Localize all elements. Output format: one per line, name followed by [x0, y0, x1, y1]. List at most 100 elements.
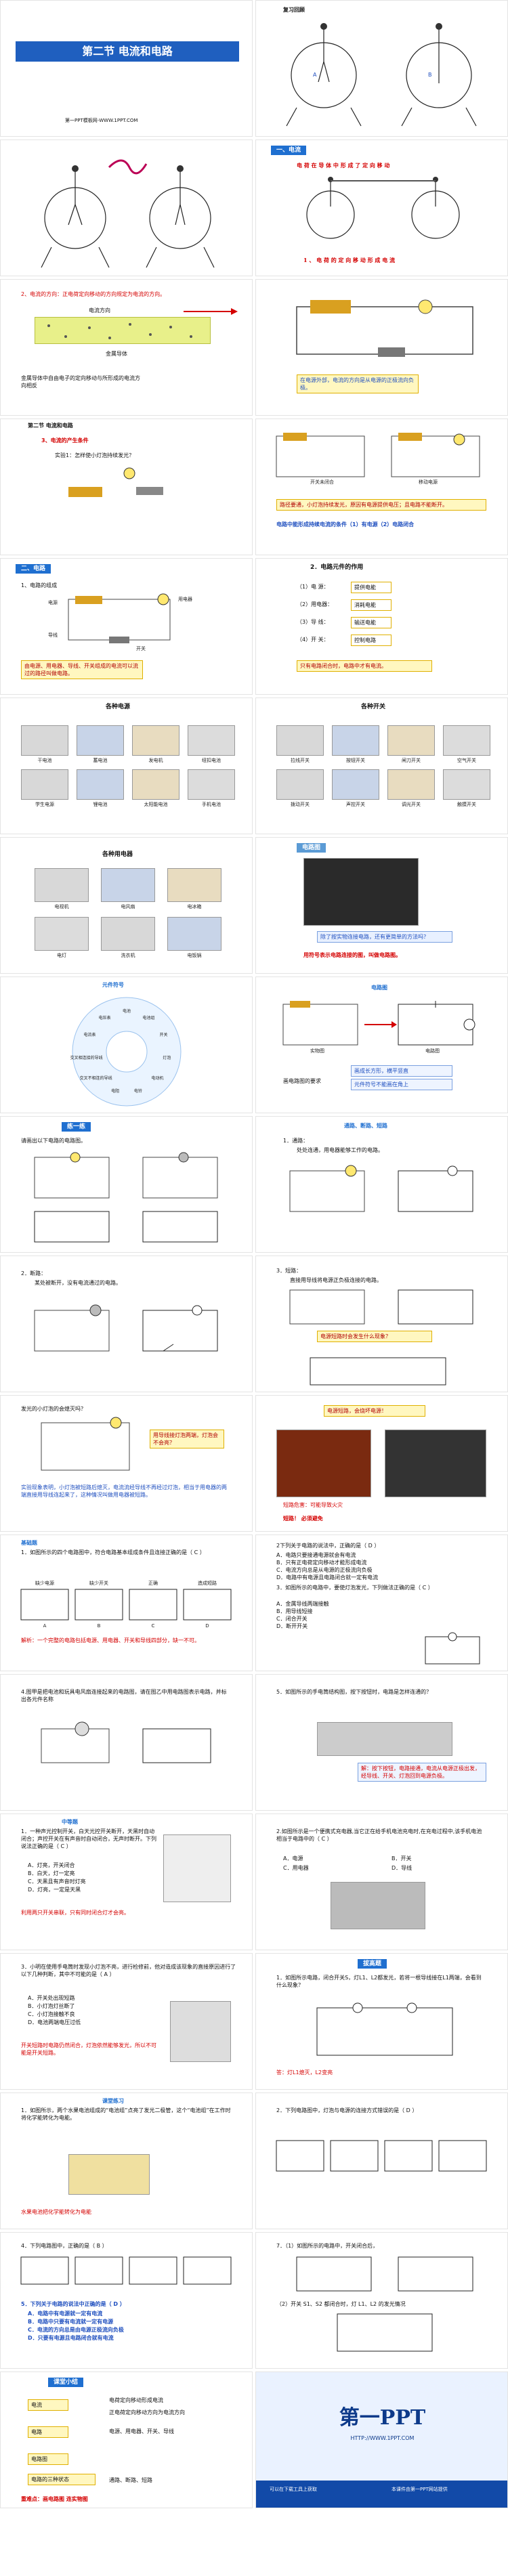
slide-title: 电路图 [371, 985, 387, 991]
question-bubble: 除了按实物连接电路，还有更简单的方法吗？ [317, 931, 452, 943]
slide-35[interactable]: 课堂小结 电流 电路 电路图 电路的三种状态 电荷定向移动形成电流 正电荷定向移… [0, 2371, 253, 2508]
appliance-thumb [101, 917, 155, 951]
node-current: 电流 [28, 2399, 68, 2411]
experiment-question: 实验1：怎样使小灯泡持续发光？ [55, 452, 135, 458]
slide-13[interactable]: 各种用电器 电视机电风扇电冰箱电灯洗衣机电饭锅 [0, 837, 253, 974]
answer-h1: 答：灯L1熄灭，L2变亮 [276, 2069, 333, 2076]
label-power: 移动电源 [419, 479, 438, 485]
row-source-value: 提供电能 [351, 582, 391, 593]
continuity-note: 路径要通，小灯泡持续发光，原因有电源提供电压；且电路不能断开。 [276, 499, 486, 511]
c4-circuits [20, 2256, 232, 2285]
end-banner [256, 2372, 507, 2481]
slide-14[interactable]: 电路图 除了按实物连接电路，还有更简单的方法吗？ 用符号表示电路连接的图，叫做电… [255, 837, 508, 974]
m2-option-c: C．用电器 [283, 1865, 309, 1871]
appliance-thumb [167, 917, 221, 951]
power-source-label: 学生电源 [35, 802, 54, 807]
circuit-definition: 由电源、用电器、导线、开关组成的电流可以流过的路径叫做电路。 [21, 660, 143, 679]
slide-6[interactable]: 在电源外部，电流的方向是从电源的正极流向负极。 [255, 279, 508, 416]
slide-33[interactable]: 4．下列电路图中，正确的是（ B ） 5．下列关于电路的说法中正确的是（ D ）… [0, 2232, 253, 2369]
slide-title: 各种开关 [361, 704, 386, 710]
question-c7a: 7．（1）如图所示的电路中，开关闭合后， [276, 2243, 379, 2249]
switch-label: 拉线开关 [291, 758, 310, 763]
slide-7[interactable]: 第二节 电流和电路 3、电流的产生条件 实验1：怎样使小灯泡持续发光？ [0, 418, 253, 555]
slide-36[interactable]: 第一PPT HTTP://WWW.1PPT.COM 可以在下载工具上获取 本课件… [255, 2371, 508, 2508]
q3-option-b: B．用导线短接 [276, 1608, 313, 1614]
appliance-label: 洗衣机 [121, 953, 135, 958]
question-c4: 4．下列电路图中，正确的是（ B ） [21, 2243, 108, 2249]
slide-19[interactable]: 2．断路： 某处被断开，没有电流通过的电路。 [0, 1255, 253, 1392]
slide-11[interactable]: 各种电源 干电池蓄电池发电机纽扣电池学生电源锂电池太阳能电池手机电池 [0, 697, 253, 834]
slide-8[interactable]: 开关未闭合 移动电源 路径要通，小灯泡持续发光，原因有电源提供电压；且电路不能断… [255, 418, 508, 555]
slide-5[interactable]: 2、电流的方向：正电荷定向移动的方向规定为电流的方向。 电流方向 金属导体 金属… [0, 279, 253, 416]
slide-28[interactable]: 2.如图所示是一个便携式充电器,当它正在给手机电池充电时,在充电过程中,该手机电… [255, 1813, 508, 1950]
slide-9[interactable]: 二、电路 1、电路的组成 电源 导线 开关 用电器 由电源、用电器、导线、开关组… [0, 558, 253, 695]
hazard-caption: 短路危害：可能导致火灾 [283, 1502, 343, 1508]
condition-text: 电路中能形成持续电流的条件（1）有电源（2）电路闭合 [276, 521, 415, 528]
slide-26[interactable]: 5．如图所示的手电筒结构图，按下按钮时，电路是怎样连通的？ 解：按下按钮，电路接… [255, 1674, 508, 1811]
node-diagram: 电路图 [28, 2453, 68, 2465]
slide-header: 电路图 [297, 843, 326, 853]
slide-18[interactable]: 通路、断路、短路 1．通路： 处处连通，用电器能够工作的电路。 [255, 1116, 508, 1253]
slide-4[interactable]: 一、电流 电 荷 在 导 体 中 形 成 了 定 向 移 动 1 、 电 荷 的… [255, 139, 508, 276]
slide-10[interactable]: 2．电路元件的作用 （1）电 源： 提供电能 （2）用电器： 消耗电能 （3）导… [255, 558, 508, 695]
power-source-thumb [188, 725, 235, 756]
switch-thumb [443, 769, 490, 800]
q2-option-c: C．电流方向总是从电源的正极流向负极 [276, 1567, 373, 1573]
flashlight-structure [317, 1722, 452, 1756]
slide-32[interactable]: 2．下列电路图中，灯泡与电源的连接方式错误的是（ D ） [255, 2092, 508, 2229]
slide-34[interactable]: 7．（1）如图所示的电路中，开关闭合后， （2）开关 S1、S2 都闭合时，灯 … [255, 2232, 508, 2369]
solution-note: 解析：一个完整的电路包括电源、用电器、开关和导线四部分，缺一不可。 [21, 1637, 200, 1644]
short-question: 电源短路时会发生什么现象？ [317, 1331, 432, 1342]
label-diagram: 电路图 [425, 1048, 440, 1054]
slide-12[interactable]: 各种开关 拉线开关按钮开关闸刀开关空气开关拨动开关声控开关调光开关触摸开关 [255, 697, 508, 834]
label-real: 实物图 [310, 1048, 324, 1054]
charger-photo [331, 1882, 425, 1929]
appliance-thumb [35, 868, 89, 902]
circuit-photo [296, 299, 473, 357]
option-d: D [205, 1623, 209, 1629]
symbol-label: 灯泡 [163, 1055, 171, 1060]
label-switch-open: 开关未闭合 [310, 479, 334, 485]
slide-15[interactable]: 元件符号 电池电池组开关灯泡电动机电铃电阻交叉不相连的导线交叉相连接的导线电流表… [0, 976, 253, 1113]
slide-17[interactable]: 练一练 请画出以下电路的电路图。 [0, 1116, 253, 1253]
symbol-label: 电池组 [142, 1015, 155, 1021]
symbol-label: 开关 [159, 1033, 168, 1038]
circuit-photos [276, 433, 480, 477]
slide-22[interactable]: 电源短路，会烧坏电源！ 短路危害：可能导致火灾 短路！ 必须避免 [255, 1395, 508, 1532]
slide-21[interactable]: 发光的小灯泡的会熄灭吗？ 用导线接灯泡两端，灯泡会不会亮？ 实验现象表明，小灯泡… [0, 1395, 253, 1532]
label-a: A [313, 72, 317, 78]
fan-circuit [41, 1721, 211, 1763]
power-source-label: 发电机 [148, 758, 163, 763]
footer-right: 本课件由第一PPT网站提供 [391, 2487, 448, 2492]
row-wire-name: （3）导 线： [297, 619, 329, 625]
term-closed: 1．通路： [283, 1138, 309, 1144]
slide-27[interactable]: 中等题 1．一种声光控制开关，白天光控开关断开，天黑时自动闭合；声控开关在有声音… [0, 1813, 253, 1950]
slide-2[interactable]: 复习回顾 A B [255, 0, 508, 137]
power-source-thumb [21, 725, 68, 756]
short-circuit-drawings [289, 1289, 473, 1386]
q2-option-a: A．电路只要接通电源就会有电流 [276, 1552, 356, 1558]
avoid-caption: 短路！ 必须避免 [283, 1516, 323, 1522]
slide-3[interactable] [0, 139, 253, 276]
switch-thumb [443, 725, 490, 756]
slide-24[interactable]: 2下列关于电路的说法中，正确的是（ D ） A．电路只要接通电源就会有电流 B．… [255, 1534, 508, 1671]
definition-closed: 处处连通，用电器能够工作的电路。 [297, 1147, 383, 1153]
symbol-label: 电压表 [98, 1015, 111, 1021]
slide-23[interactable]: 基础题 1．如图所示的四个电路图中，符合电路基本组成条件且连接正确的是（ C ）… [0, 1534, 253, 1671]
question-2: 2下列关于电路的说法中，正确的是（ D ） [276, 1543, 380, 1549]
slide-25[interactable]: 4.图甲是把电池和玩具电风扇连接起来的电路图，请在图乙中用电路图表示电路，并标出… [0, 1674, 253, 1811]
slide-31[interactable]: 课堂练习 1．如图所示，两个水果电池组成的“电池组”点亮了发光二极管，这个“电池… [0, 2092, 253, 2229]
slide-20[interactable]: 3．短路： 直接用导线将电源正负极连接的电路。 电源短路时会发生什么现象？ [255, 1255, 508, 1392]
slide-16[interactable]: 电路图 实物图 电路图 画电路图的要求 画成长方形，横平竖直 元件符号不能画在角… [255, 976, 508, 1113]
slide-header: 基础题 [21, 1540, 37, 1546]
slide-30[interactable]: 拔高题 1．如图所示电路，闭合开关S，灯L1、L2都发光，若将一根导线接在L1两… [255, 1953, 508, 2090]
electroscope-pair [306, 177, 460, 239]
slide-1[interactable]: 第二节 电流和电路 第一PPT模板网-WWW.1PPT.COM [0, 0, 253, 137]
option-a: A [43, 1623, 47, 1629]
slide-title: 元件符号 [102, 982, 124, 988]
slide-29[interactable]: 3．小明在使用手电筒时发现小灯泡不亮，进行检修前，他对造成该现象的直接原因进行了… [0, 1953, 253, 2090]
m1-option-b: B．白天，灯一定亮 [28, 1870, 75, 1876]
fruit-battery-photo [68, 2154, 150, 2195]
m3-option-c: C．小灯泡接触不良 [28, 2011, 75, 2017]
